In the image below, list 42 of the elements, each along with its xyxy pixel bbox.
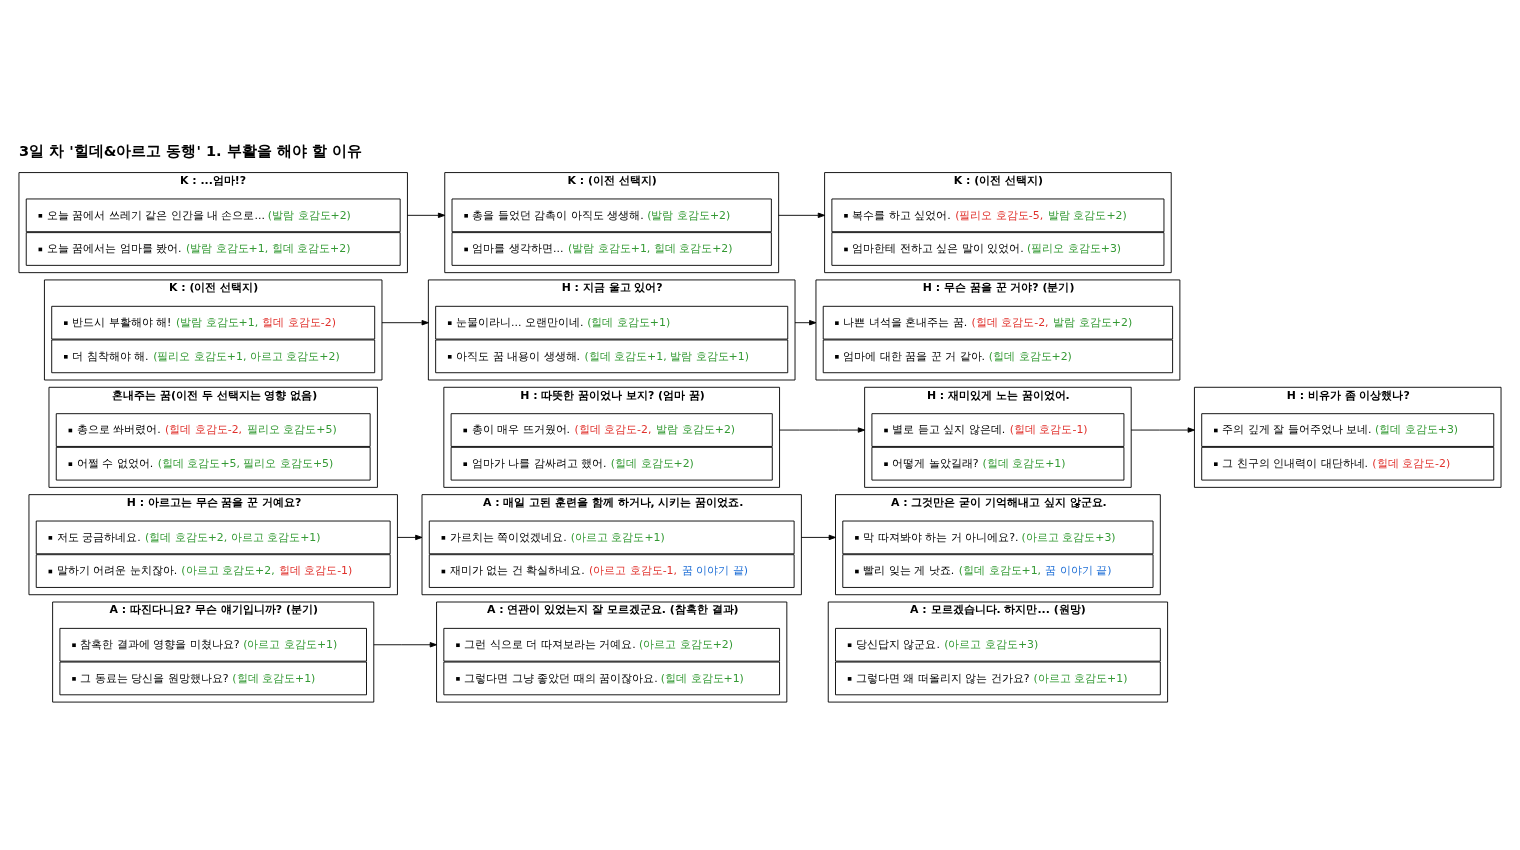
arrow — [794, 319, 817, 325]
node-box: 그 동료는 당신을 원망했나요? (힐데 호감도+1) — [59, 661, 367, 695]
node-box: 눈물이라니... 오랜만이네. (힐데 호감도+1) — [435, 305, 789, 340]
arrow — [1130, 426, 1195, 433]
arrow — [381, 319, 429, 325]
node-box: 어쩔 수 없었어. (힐데 호감도+5, 필리오 호감도+5) — [55, 446, 371, 481]
arrow — [373, 641, 437, 647]
node-box: 총이 매우 뜨거웠어. (힐데 호감도-2, 발람 호감도+2) — [450, 412, 773, 447]
node-box: 그 친구의 인내력이 대단하네. (힐데 호감도-2) — [1201, 446, 1495, 481]
node-box: 총으로 쏴버렸어. (힐데 호감도-2, 필리오 호감도+5) — [55, 412, 371, 447]
arrow — [800, 534, 836, 540]
node-box: 가르치는 쪽이었겠네요. (아르고 호감도+1) — [428, 520, 795, 554]
arrow — [407, 212, 446, 218]
node-box: 주의 깊게 잘 들어주었나 보네. (힐데 호감도+3) — [1201, 412, 1495, 447]
node-box: 엄마에 대한 꿈을 꾼 거 같아. (힐데 호감도+2) — [822, 339, 1174, 373]
node-box: 더 침착해야 해. (필리오 호감도+1, 아르고 호감도+2) — [51, 339, 376, 373]
node-box: 아직도 꿈 내용이 생생해. (힐데 호감도+1, 발람 호감도+1) — [435, 339, 789, 373]
node-box: 엄마한테 전하고 싶은 말이 있었어. (필리오 호감도+3) — [831, 231, 1165, 266]
node-box: 총을 들었던 감촉이 아직도 생생해. (발람 호감도+2) — [451, 198, 772, 232]
node-box: 그런 식으로 더 따져보라는 거예요. (아르고 호감도+2) — [443, 627, 780, 662]
node-box: 참혹한 결과에 영향을 미쳤나요? (아르고 호감도+1) — [59, 627, 367, 662]
node-box: 반드시 부활해야 해! (발람 호감도+1, 힐데 호감도-2) — [51, 305, 376, 340]
node-box: 나쁜 녀석을 혼내주는 꿈. (힐데 호감도-2, 발람 호감도+2) — [822, 305, 1174, 340]
node-box: 별로 듣고 싶지 않은데. (힐데 호감도-1) — [871, 412, 1125, 447]
diagram-title: 3일 차 '힐데&아르고 동행' 1. 부활을 해야 할 이유 — [18, 141, 362, 159]
arrow — [778, 212, 826, 218]
node-box: 엄마가 나를 감싸려고 했어. (힐데 호감도+2) — [450, 446, 773, 481]
arrow — [397, 534, 423, 540]
node-box: 엄마를 생각하면... (발람 호감도+1, 힐데 호감도+2) — [451, 231, 772, 266]
node-box: 저도 궁금하네요. (힐데 호감도+2, 아르고 호감도+1) — [35, 520, 391, 554]
node-box: 당신답지 않군요. (아르고 호감도+3) — [835, 627, 1161, 662]
node-box: 어떻게 놀았길래? (힐데 호감도+1) — [871, 446, 1125, 481]
node-box: 복수를 하고 싶었어. (필리오 호감도-5, 발람 호감도+2) — [831, 198, 1165, 232]
node-box: 오늘 꿈에서는 엄마를 봤어. (발람 호감도+1, 힐데 호감도+2) — [25, 231, 401, 266]
node-box: 오늘 꿈에서 쓰레기 같은 인간을 내 손으로... (발람 호감도+2) — [25, 198, 401, 232]
node-box: 막 따져봐야 하는 거 아니에요?. (아르고 호감도+3) — [842, 520, 1154, 554]
node-box: 빨리 잊는 게 낫죠. (힐데 호감도+1, 꿈 이야기 끝) — [842, 553, 1154, 588]
node-box: 그렇다면 왜 떠올리지 않는 건가요? (아르고 호감도+1) — [835, 661, 1161, 695]
node-box: 재미가 없는 건 확실하네요. (아르고 호감도-1, 꿈 이야기 끝) — [428, 553, 795, 588]
node-box: 그렇다면 그냥 좋았던 때의 꿈이잖아요. (힐데 호감도+1) — [443, 661, 780, 695]
arrow — [779, 426, 866, 433]
node-box: 말하기 어려운 눈치잖아. (아르고 호감도+2, 힐데 호감도-1) — [35, 553, 391, 588]
